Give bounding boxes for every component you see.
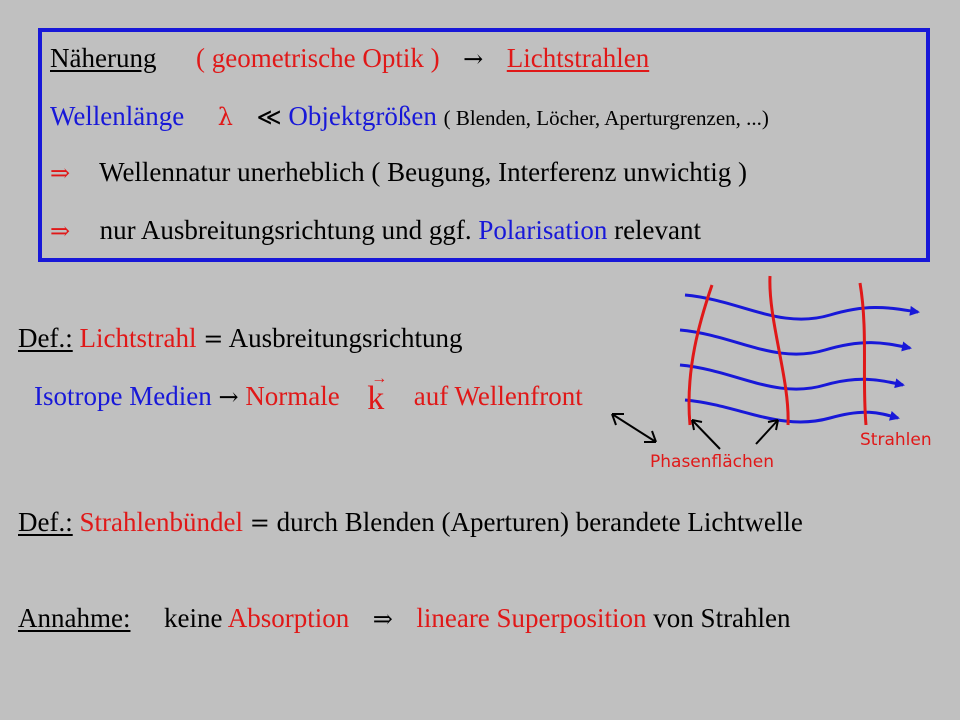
- ray-1: [684, 293, 920, 321]
- lambda-symbol: λ: [217, 103, 233, 131]
- isotrope-line: Isotrope Medien → Normale →k auf Wellenf…: [34, 371, 583, 416]
- annahme-line: Annahme: keine Absorption ⇒ lineare Supe…: [18, 602, 791, 635]
- wave-nature-text: Wellennatur unerheblich ( Beugung, Inter…: [99, 157, 747, 187]
- implies-arrow-1: →: [463, 45, 484, 73]
- box-line-4: ⇒ nur Ausbreitungsrichtung und ggf. Pola…: [50, 214, 701, 247]
- box-line-3: ⇒ Wellennatur unerheblich ( Beugung, Int…: [50, 156, 747, 189]
- phase-surface-2: [768, 275, 790, 426]
- k-symbol: k: [367, 380, 385, 417]
- strahlenbuendel-term: Strahlenbündel: [79, 507, 243, 537]
- def-lichtstrahl: Def.: Lichtstrahl = Ausbreitungsrichtung: [18, 322, 463, 355]
- absorption-term: Absorption: [227, 603, 350, 633]
- lichtstrahl-term: Lichtstrahl: [79, 323, 197, 353]
- strahlen-label: Strahlen: [860, 430, 932, 450]
- def-label-2: Def.:: [18, 507, 73, 537]
- von-strahlen-text: von Strahlen: [653, 603, 791, 633]
- lichtwelle-text: durch Blenden (Aperturen) berandete Lich…: [276, 507, 803, 537]
- pointer-double-arrow: [611, 413, 657, 443]
- keine-text: keine: [163, 603, 223, 633]
- ray-2: [679, 328, 912, 356]
- pointer-arrow-left: [691, 419, 721, 450]
- arrow-symbol-2: →: [218, 383, 239, 411]
- def-label-1: Def.:: [18, 323, 73, 353]
- normale-term: Normale: [245, 381, 340, 411]
- box-line-1: Näherung ( geometrische Optik ) → Lichts…: [50, 42, 649, 75]
- implies-symbol-2: ⇒: [50, 217, 71, 245]
- box-line-2: Wellenlänge λ ≪ Objektgrößen ( Blenden, …: [50, 100, 769, 134]
- geometric-optics-text: ( geometrische Optik ): [195, 43, 440, 73]
- wellenlaenge-term: Wellenlänge: [50, 101, 185, 131]
- implies-symbol-3: ⇒: [372, 605, 393, 633]
- much-less-symbol: ≪: [256, 103, 282, 131]
- relevant-text: relevant: [614, 215, 702, 245]
- phase-surface-1: [687, 284, 714, 426]
- propagation-text: nur Ausbreitungsrichtung und ggf.: [99, 215, 472, 245]
- def-strahlenbuendel: Def.: Strahlenbündel = durch Blenden (Ap…: [18, 506, 803, 539]
- equals-symbol-2: =: [249, 509, 270, 537]
- equals-symbol-1: =: [203, 325, 224, 353]
- phasenflaechen-label: Phasenflächen: [650, 452, 775, 472]
- examples-parenthetical: ( Blenden, Löcher, Aperturgrenzen, ...): [443, 106, 769, 130]
- implies-symbol-1: ⇒: [50, 159, 71, 187]
- ray-3: [679, 363, 905, 391]
- objektgroessen-term: Objektgrößen: [288, 101, 437, 131]
- polarisation-term: Polarisation: [478, 215, 608, 245]
- wellenfront-text: auf Wellenfront: [413, 381, 583, 411]
- annahme-label: Annahme:: [18, 603, 131, 633]
- k-vector: →k: [367, 371, 387, 416]
- summary-box: [38, 28, 930, 262]
- ausbreitungsrichtung-text: Ausbreitungsrichtung: [228, 323, 463, 353]
- ray-4: [684, 398, 900, 424]
- naeherung-label: Näherung: [50, 43, 157, 73]
- lichtstrahlen-term: Lichtstrahlen: [506, 43, 650, 73]
- superposition-term: lineare Superposition: [416, 603, 647, 633]
- isotrope-medien-text: Isotrope Medien: [34, 381, 212, 411]
- pointer-arrow-right: [755, 419, 779, 445]
- phase-surface-3: [858, 282, 868, 426]
- k-vector-arrow: →: [371, 370, 388, 387]
